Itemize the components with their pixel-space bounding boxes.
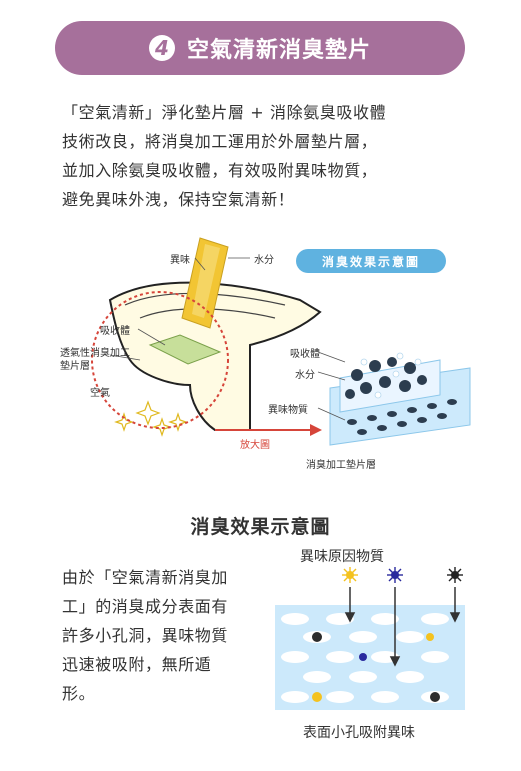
effect-line-3: 許多小孔洞，異味物質 (62, 626, 229, 645)
effect-line-4: 迅速被吸附，無所遁 (62, 655, 212, 674)
diagram-label-air: 空氣 (90, 388, 110, 399)
diagram-label-moisture-right: 水分 (295, 370, 315, 381)
diagram-label-zoom: 放大圖 (240, 440, 270, 451)
section-banner: 4 空氣清新消臭墊片 (55, 21, 465, 75)
effect-diagram-title: 消臭效果示意圖 (190, 516, 331, 538)
intro-line-3: 並加入除氨臭吸收體，有效吸附異味物質， (62, 161, 378, 180)
pore-adsorption-label: 表面小孔吸附異味 (303, 725, 415, 741)
diagram-label-absorber-right: 吸收體 (290, 349, 320, 360)
diagram-label-absorber: 吸收體 (100, 326, 130, 337)
effect-line-5: 形。 (62, 684, 96, 703)
intro-line-2: 技術改良，將消臭加工運用於外層墊片層， (62, 132, 378, 151)
odor-source-label: 異味原因物質 (300, 549, 384, 565)
effect-line-1: 由於「空氣清新消臭加 (62, 568, 229, 587)
diagram-tag: 消臭效果示意圖 (296, 249, 446, 273)
effect-line-2: 工」的消臭成分表面有 (62, 597, 229, 616)
diagram-label-moisture: 水分 (254, 255, 274, 266)
diagram-label-odor-substance: 異味物質 (268, 405, 308, 416)
section-number-badge: 4 (148, 35, 175, 61)
intro-paragraph: 「空氣清新」淨化墊片層 + 消除氨臭吸收體 技術改良，將消臭加工運用於外層墊片層… (62, 98, 462, 214)
diagram-label-breathable-2: 墊片層 (60, 361, 90, 372)
diagram-label-breathable-1: 透氣性消臭加工 (60, 348, 130, 359)
section-title: 空氣清新消臭墊片 (186, 38, 371, 63)
pad-diagram-illustration (91, 237, 471, 446)
effect-description: 由於「空氣清新消臭加 工」的消臭成分表面有 許多小孔洞，異味物質 迅速被吸附，無… (62, 563, 268, 708)
intro-line-1: 「空氣清新」淨化墊片層 + 消除氨臭吸收體 (62, 103, 387, 122)
pore-adsorption-illustration (275, 567, 465, 710)
diagram-label-odor: 異味 (170, 255, 190, 266)
intro-line-4: 避免異味外洩，保持空氣清新！ (62, 190, 295, 209)
diagram-label-pad-layer: 消臭加工墊片層 (306, 460, 376, 471)
